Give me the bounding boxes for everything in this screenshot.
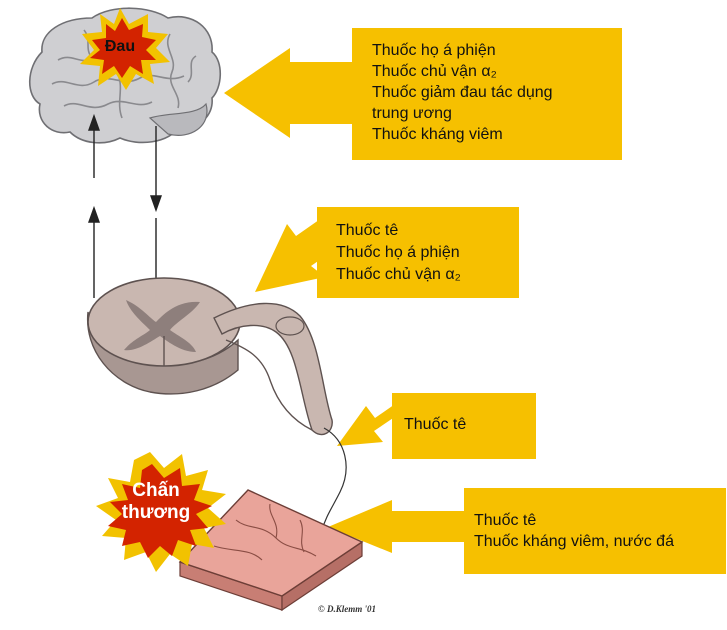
injury-label: Chấn thương bbox=[106, 480, 206, 524]
brain-callout-line: Thuốc giảm đau tác dụng bbox=[372, 82, 553, 103]
brain-callout-text: Thuốc họ á phiện Thuốc chủ vận α₂ Thuốc … bbox=[372, 40, 553, 145]
tissue-callout-text: Thuốc tê Thuốc kháng viêm, nước đá bbox=[474, 510, 674, 552]
spinal-callout-line: Thuốc chủ vận α₂ bbox=[336, 264, 461, 286]
tissue-callout-line: Thuốc tê bbox=[474, 510, 674, 531]
nerve-callout-text: Thuốc tê bbox=[404, 414, 466, 435]
injury-label-line1: Chấn bbox=[106, 480, 206, 502]
ascending-arrowhead-lower bbox=[89, 208, 99, 222]
nerve-callout-line: Thuốc tê bbox=[404, 414, 466, 435]
tissue-callout-line: Thuốc kháng viêm, nước đá bbox=[474, 531, 674, 552]
dorsal-root-ganglion bbox=[276, 317, 304, 335]
spinal-callout-line: Thuốc họ á phiện bbox=[336, 242, 461, 264]
brain-callout-line: trung ương bbox=[372, 103, 553, 124]
spinal-callout-line: Thuốc tê bbox=[336, 220, 461, 242]
injury-label-line2: thương bbox=[106, 502, 206, 524]
brain-callout-line: Thuốc chủ vận α₂ bbox=[372, 61, 553, 82]
brain-pain-label: Đau bbox=[88, 38, 152, 56]
brain-callout-arrow bbox=[224, 48, 352, 138]
descending-arrowhead-upper bbox=[151, 196, 161, 210]
illustration-credit: © D.Klemm '01 bbox=[318, 604, 376, 614]
spinal-callout-text: Thuốc tê Thuốc họ á phiện Thuốc chủ vận … bbox=[336, 220, 461, 286]
brain-callout-line: Thuốc kháng viêm bbox=[372, 124, 553, 145]
brain-callout-line: Thuốc họ á phiện bbox=[372, 40, 553, 61]
